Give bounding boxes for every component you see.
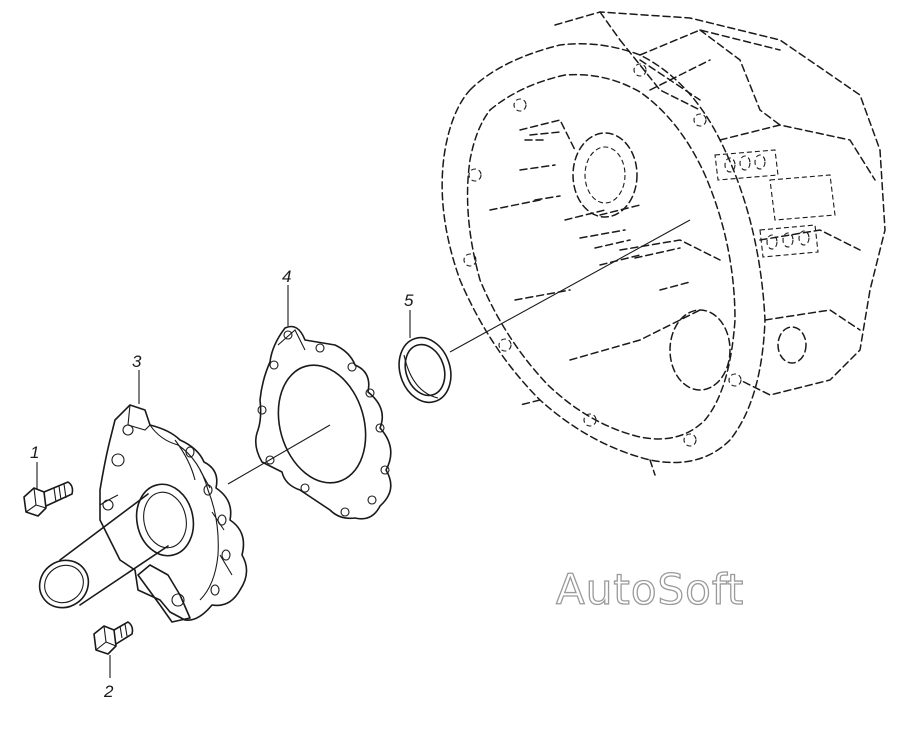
callout-1: 1 bbox=[30, 443, 39, 462]
front-cover bbox=[38, 404, 248, 623]
assembly-axis-line bbox=[227, 219, 691, 485]
callout-2: 2 bbox=[103, 682, 114, 701]
bolt-lower bbox=[93, 621, 134, 655]
callout-3: 3 bbox=[132, 352, 142, 371]
seal-ring bbox=[398, 336, 452, 404]
bolt-upper bbox=[23, 481, 74, 517]
leader-lines bbox=[36, 285, 411, 678]
cover-gasket bbox=[254, 325, 392, 520]
callout-5: 5 bbox=[404, 291, 414, 310]
gearbox-housing bbox=[441, 11, 886, 476]
autosoft-watermark: AutoSoft bbox=[556, 565, 744, 614]
callout-4: 4 bbox=[282, 267, 291, 286]
